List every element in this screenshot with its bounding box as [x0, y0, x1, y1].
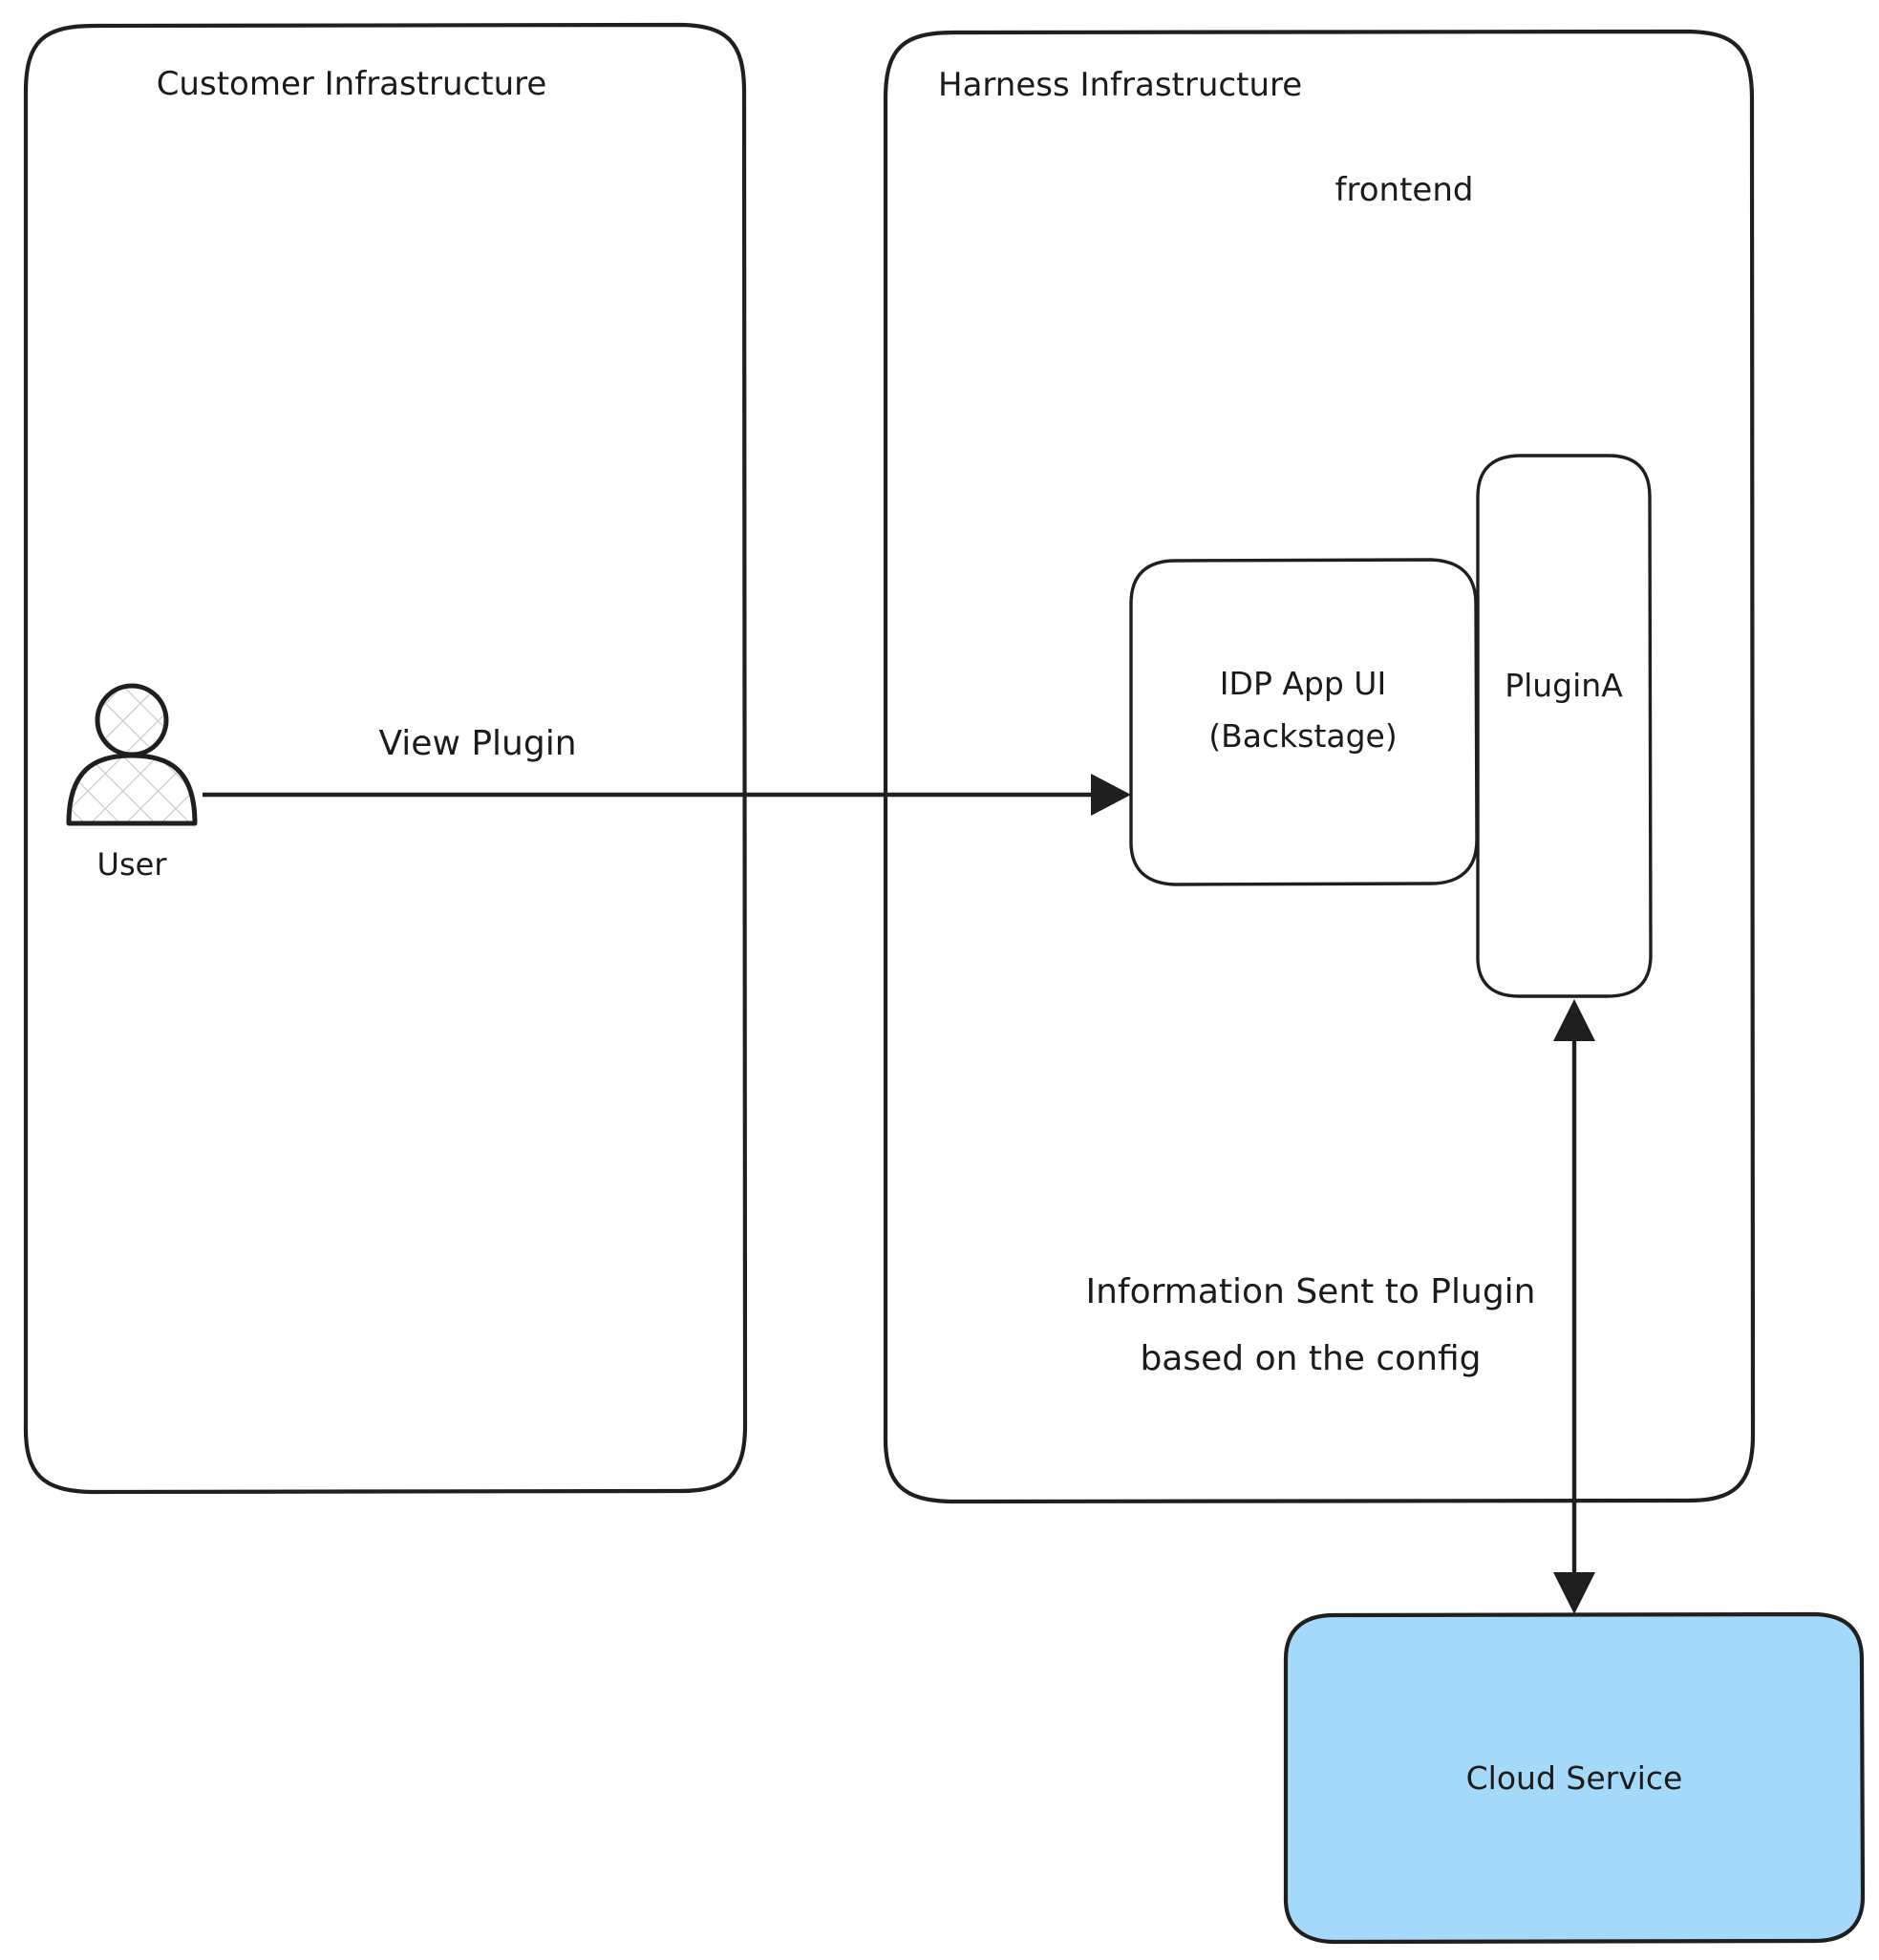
- information-sent-edge-label-line2: based on the config: [1140, 1339, 1481, 1378]
- node-idp-app-ui[interactable]: IDP App UI (Backstage): [1129, 558, 1479, 886]
- user-label: User: [97, 846, 168, 883]
- plugin-a-box: [1476, 454, 1653, 998]
- harness-infrastructure-title: Harness Infrastructure: [938, 66, 1302, 104]
- information-sent-arrowhead-up-icon: [1553, 999, 1595, 1041]
- node-cloud-service[interactable]: Cloud Service: [1283, 1611, 1866, 1945]
- information-sent-edge-label-line1: Information Sent to Plugin: [1086, 1272, 1536, 1311]
- node-plugin-a[interactable]: PluginA: [1476, 454, 1653, 998]
- view-plugin-edge-label: View Plugin: [378, 724, 576, 763]
- customer-infrastructure-title: Customer Infrastructure: [157, 65, 547, 103]
- idp-app-ui-label-line2: (Backstage): [1208, 717, 1397, 755]
- customer-infrastructure-box: [23, 22, 748, 1495]
- edge-view-plugin[interactable]: View Plugin: [203, 724, 1131, 816]
- container-customer-infrastructure: Customer Infrastructure: [23, 22, 748, 1495]
- edge-information-sent[interactable]: Information Sent to Plugin based on the …: [1086, 999, 1596, 1614]
- idp-app-ui-box: [1129, 558, 1479, 886]
- user-head-icon: [95, 683, 169, 757]
- cloud-service-box: [1283, 1611, 1866, 1945]
- cloud-service-label: Cloud Service: [1466, 1759, 1683, 1797]
- frontend-group-label: frontend: [1335, 171, 1474, 209]
- user-body-icon: [66, 753, 198, 826]
- node-user[interactable]: User: [66, 683, 198, 883]
- plugin-a-label: PluginA: [1505, 667, 1623, 704]
- information-sent-arrowhead-down-icon: [1553, 1572, 1595, 1614]
- view-plugin-arrowhead-icon: [1091, 774, 1131, 816]
- idp-app-ui-label-line1: IDP App UI: [1220, 665, 1386, 702]
